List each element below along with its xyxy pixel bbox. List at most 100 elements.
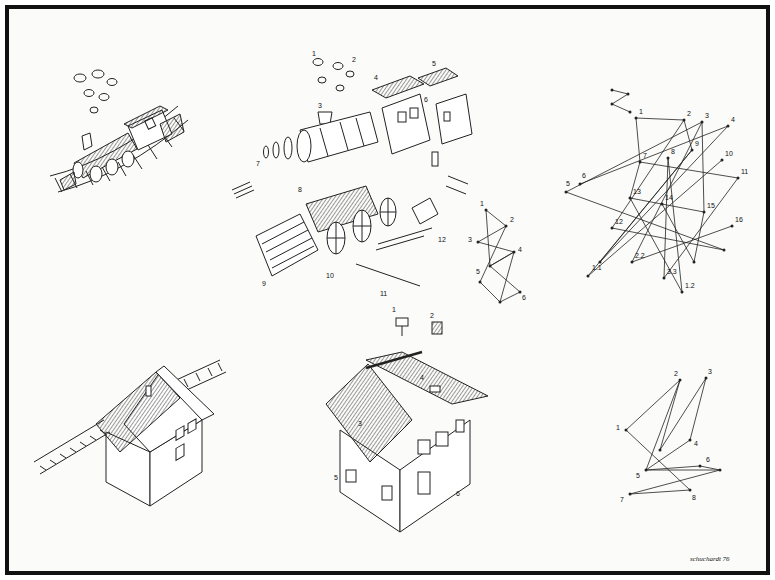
callout-number: 16 (735, 216, 743, 223)
callout-number: 1.2 (685, 282, 695, 289)
rail (34, 420, 110, 474)
cab-window (398, 112, 406, 122)
callout-number: 2 (352, 56, 356, 63)
smoke-ring (346, 71, 354, 77)
callout-number: 4 (518, 246, 522, 253)
callout-number: 8 (298, 186, 302, 193)
point-lines (630, 118, 640, 198)
callout-number: 7 (643, 152, 647, 159)
point-lines (702, 122, 704, 212)
front-disc (273, 142, 279, 158)
callout-number: 5 (432, 60, 436, 67)
callout-number: 5 (636, 472, 640, 479)
callout-number: 4 (731, 116, 735, 123)
tender-roof-part (418, 68, 458, 86)
callout-number: 11 (380, 290, 387, 297)
point-lines (646, 380, 720, 470)
front-disc (284, 137, 292, 159)
connecting-rod (356, 228, 432, 286)
callout-number: 6 (456, 490, 460, 497)
callout-number: 1.1 (592, 264, 602, 271)
callout-number: 5 (566, 180, 570, 187)
smoke-ring (318, 77, 326, 83)
front-disc (264, 146, 269, 158)
wheel (106, 159, 118, 175)
callout-number: 10 (326, 272, 334, 279)
callout-number: 12 (438, 236, 446, 243)
callout-number: 4 (374, 74, 378, 81)
point-lines (566, 118, 732, 262)
callout-number: 3.3 (667, 268, 677, 275)
point-dots (565, 89, 740, 294)
point-figure (566, 90, 738, 292)
callout-number: 4 (420, 374, 424, 381)
tender-window (444, 112, 450, 121)
callout-number: 2 (687, 110, 691, 117)
callout-number: 3 (318, 102, 322, 109)
smoke-ring (99, 94, 109, 101)
point-lines (626, 378, 720, 494)
exploded-house (326, 318, 488, 532)
roof-edge (156, 366, 214, 420)
headlight-rays (232, 182, 254, 198)
cowcatcher-slats (262, 222, 314, 268)
point-lines (684, 120, 692, 150)
smoke-ring (313, 59, 323, 66)
frame (7, 7, 768, 573)
callout-number: 3 (468, 236, 472, 243)
callout-number: 9 (262, 280, 266, 287)
callout-number: 11 (741, 168, 748, 175)
window (418, 440, 430, 454)
cab-window (410, 108, 418, 118)
callout-number: 10 (725, 150, 733, 157)
window (188, 419, 196, 434)
callout-number: 1 (312, 50, 316, 57)
smoke-ring (90, 107, 98, 113)
cowcatcher-part (256, 214, 318, 276)
callout-number: 1 (392, 306, 396, 313)
callout-number: 2.2 (635, 252, 645, 259)
callout-number: 4 (694, 440, 698, 447)
point-dots (625, 377, 722, 496)
callout-number: 3 (705, 112, 709, 119)
window (436, 432, 448, 446)
cowcatcher (60, 172, 76, 190)
door (176, 444, 184, 461)
smokestack (82, 133, 92, 150)
callout-number: 7 (256, 160, 260, 167)
callout-number: 15 (707, 202, 715, 209)
house-drawing (34, 360, 226, 506)
door (418, 472, 430, 494)
point-lines (486, 210, 514, 302)
smoke-ring (74, 74, 86, 82)
train-drawing (50, 70, 188, 192)
roof-window (430, 386, 440, 392)
smoke-ring (92, 70, 104, 78)
cab-part (382, 94, 430, 154)
smoke-ring (336, 85, 344, 91)
wheel (90, 166, 102, 182)
cab-window (145, 118, 156, 130)
callout-number: 6 (582, 172, 586, 179)
chimney (146, 386, 151, 396)
point-figure (478, 210, 520, 302)
point-lines (630, 158, 738, 292)
callout-number: 3 (358, 420, 362, 427)
exploded-train (232, 59, 472, 287)
callout-number: 6 (706, 456, 710, 463)
window (346, 470, 356, 482)
tender-part (436, 94, 472, 144)
smoke-ring (107, 79, 117, 86)
house-wall (400, 420, 470, 532)
callout-number: 12 (615, 218, 623, 225)
smoke-ring (333, 63, 343, 70)
boiler-front (297, 130, 311, 162)
boiler-part (300, 112, 378, 162)
smoke-ring (84, 90, 94, 97)
callout-number: 5 (334, 474, 338, 481)
callout-number: 2 (430, 312, 434, 319)
small-rod (446, 176, 468, 194)
point-lines (612, 90, 630, 112)
